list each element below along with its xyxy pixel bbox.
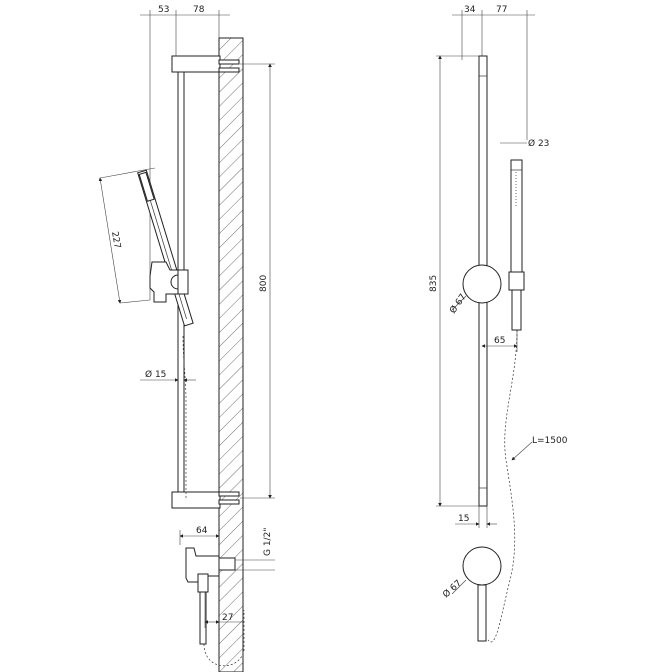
side-view: 53 78 800 (98, 5, 275, 672)
shower-holder (149, 261, 179, 303)
dim-handshower-diameter: Ø 23 (528, 138, 549, 149)
front-view: 34 77 835 Ø 67 Ø 23 65 L=1500 (429, 5, 568, 643)
dim-front-offset-left: 34 (464, 5, 476, 15)
bottom-screw (218, 491, 240, 505)
wall-section (218, 37, 244, 672)
dim-front-offset-right: 77 (496, 5, 507, 15)
dim-bar-width: 15 (458, 514, 469, 524)
hose (487, 329, 518, 643)
dim-elbow-depth: 64 (196, 526, 208, 536)
wall-elbow (185, 547, 220, 583)
top-bracket (171, 55, 221, 73)
dim-elbow-offset: 27 (222, 613, 233, 623)
top-screw (218, 59, 240, 73)
bottom-bracket (171, 491, 221, 509)
dim-bar-diameter: Ø 15 (145, 369, 166, 380)
front-hand-shower (510, 159, 523, 281)
dim-holder-offset: 65 (494, 336, 505, 346)
dim-total-height: 835 (429, 275, 439, 292)
dim-thread: G 1/2" (263, 528, 273, 556)
dim-elbow-rosette-diameter: Ø 67 (441, 578, 464, 600)
dim-handshower-length: 227 (109, 231, 122, 250)
front-holder (508, 271, 525, 291)
slider-rosette (462, 264, 502, 304)
hose-connector (197, 573, 209, 593)
dim-rosette-diameter: Ø 67 (447, 292, 468, 316)
dim-bar-length: 800 (259, 275, 269, 292)
dim-offset-top-left: 53 (158, 5, 169, 15)
dim-offset-top-right: 78 (193, 5, 205, 15)
elbow-rosette (462, 546, 502, 586)
dim-hose-length: L=1500 (532, 436, 568, 446)
